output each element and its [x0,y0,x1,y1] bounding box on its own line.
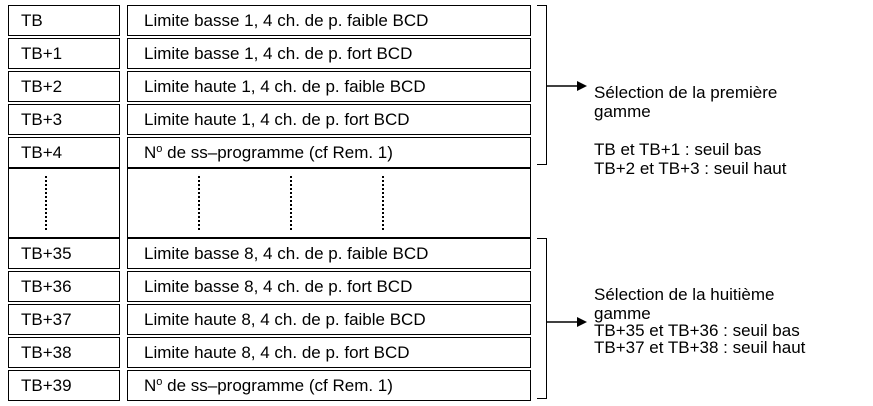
address-cell: TB+1 [8,38,120,69]
address-cell: TB+35 [8,238,120,269]
address-cell: TB+4 [8,137,120,168]
number-abbrev-sup: o [156,143,163,155]
table-row: TB+38 Limite haute 8, 4 ch. de p. fort B… [8,337,531,369]
address-cell: TB [8,5,120,36]
description-cell: Limite basse 8, 4 ch. de p. fort BCD [127,271,531,302]
table-row: TB+36 Limite basse 8, 4 ch. de p. fort B… [8,271,531,303]
description-cell: Limite haute 1, 4 ch. de p. fort BCD [127,104,531,135]
gap-description-cell [127,168,531,238]
number-abbrev: N [144,376,157,395]
first-range-arrow [547,81,587,91]
table-row: TB+39 No de ss–programme (cf Rem. 1) [8,370,531,402]
description-cell: No de ss–programme (cf Rem. 1) [127,370,531,401]
continuation-dots [382,176,384,230]
first-range-note: Sélection de la première gamme TB et TB+… [594,83,786,178]
number-abbrev: N [144,143,157,162]
address-cell: TB+37 [8,304,120,335]
continuation-dots [290,176,292,230]
table-row: TB Limite basse 1, 4 ch. de p. faible BC… [8,5,531,37]
eighth-range-brace [537,238,547,399]
address-cell: TB+3 [8,104,120,135]
note-title-cont: gamme [594,304,651,323]
table-row: TB+4 No de ss–programme (cf Rem. 1) [8,137,531,169]
table-row: TB+37 Limite haute 8, 4 ch. de p. faible… [8,304,531,336]
description-cell: Limite haute 8, 4 ch. de p. fort BCD [127,337,531,368]
note-spacer [594,121,786,140]
note-title-cont: gamme [594,102,651,121]
address-cell: TB+2 [8,71,120,102]
note-high-threshold: TB+37 et TB+38 : seuil haut [594,338,806,357]
note-title: Sélection de la première [594,83,778,102]
note-high-threshold: TB+2 et TB+3 : seuil haut [594,159,787,178]
continuation-dots [45,176,47,230]
description-cell: Limite basse 1, 4 ch. de p. faible BCD [127,5,531,36]
table-row: TB+35 Limite basse 8, 4 ch. de p. faible… [8,238,531,270]
address-cell: TB+38 [8,337,120,368]
table-row: TB+2 Limite haute 1, 4 ch. de p. faible … [8,71,531,103]
table-row: TB+1 Limite basse 1, 4 ch. de p. fort BC… [8,38,531,70]
description-cell: No de ss–programme (cf Rem. 1) [127,137,531,168]
address-cell: TB+39 [8,370,120,401]
table-row: TB+3 Limite haute 1, 4 ch. de p. fort BC… [8,104,531,136]
first-range-brace [537,5,547,165]
continuation-gap [8,168,531,238]
eighth-range-note: Sélection de la huitième gamme TB+35 et … [594,286,805,356]
eighth-range-arrow [547,317,587,327]
description-cell: Limite haute 1, 4 ch. de p. faible BCD [127,71,531,102]
continuation-dots [198,176,200,230]
description-text: de ss–programme (cf Rem. 1) [162,376,393,395]
description-cell: Limite basse 8, 4 ch. de p. faible BCD [127,238,531,269]
note-low-threshold: TB et TB+1 : seuil bas [594,140,762,159]
description-cell: Limite haute 8, 4 ch. de p. faible BCD [127,304,531,335]
note-low-threshold: TB+35 et TB+36 : seuil bas [594,321,800,340]
description-text: de ss–programme (cf Rem. 1) [162,143,393,162]
address-cell: TB+36 [8,271,120,302]
description-cell: Limite basse 1, 4 ch. de p. fort BCD [127,38,531,69]
number-abbrev-sup: o [156,376,163,388]
gap-address-cell [8,168,120,238]
note-title: Sélection de la huitième [594,285,775,304]
